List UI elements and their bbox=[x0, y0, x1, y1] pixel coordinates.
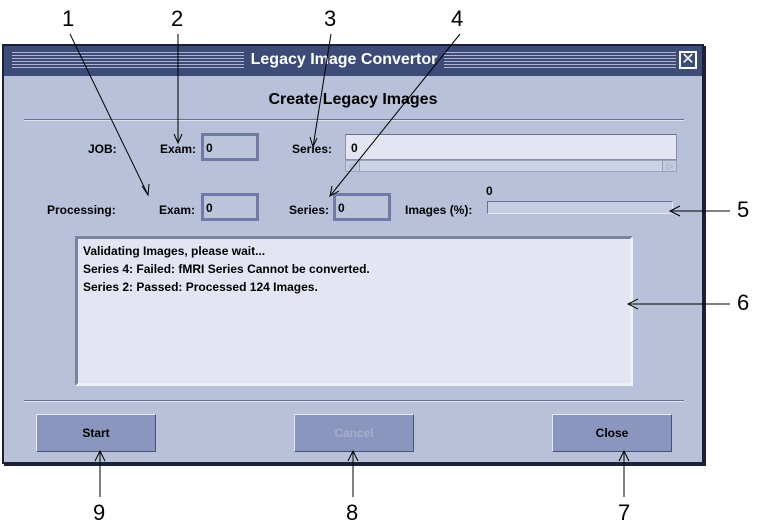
close-button[interactable]: Close bbox=[552, 414, 672, 452]
processing-series-field: 0 bbox=[333, 193, 391, 221]
job-series-horizontal-scrollbar[interactable]: ◁ ▷ bbox=[345, 160, 677, 172]
callout-6: 6 bbox=[737, 290, 750, 315]
job-series-field: 0 bbox=[345, 134, 677, 160]
bottom-divider bbox=[24, 400, 684, 402]
dialog-heading: Create Legacy Images bbox=[268, 91, 438, 108]
status-log: Validating Images, please wait... Series… bbox=[75, 236, 633, 386]
log-line: Validating Images, please wait... bbox=[83, 244, 266, 258]
processing-series-label: Series: bbox=[289, 203, 330, 217]
scrollbar-track[interactable] bbox=[359, 161, 663, 171]
title-bar-grip-right bbox=[444, 52, 676, 70]
job-series-label: Series: bbox=[292, 142, 333, 156]
images-progress-bar bbox=[487, 201, 673, 214]
callout-8: 8 bbox=[346, 500, 359, 525]
processing-label: Processing: bbox=[47, 203, 116, 217]
title-bar-grip-left bbox=[12, 52, 244, 70]
processing-exam-field: 0 bbox=[201, 193, 259, 221]
legacy-image-convertor-dialog: Legacy Image Convertor ✕ Create Legacy I… bbox=[2, 44, 704, 464]
job-exam-label: Exam: bbox=[160, 142, 197, 156]
close-x-icon: ✕ bbox=[681, 51, 695, 68]
scroll-right-arrow-icon[interactable]: ▷ bbox=[666, 161, 674, 171]
job-exam-field: 0 bbox=[201, 133, 259, 161]
cancel-button[interactable]: Cancel bbox=[294, 414, 414, 452]
callout-1: 1 bbox=[62, 6, 75, 31]
close-window-button[interactable]: ✕ bbox=[679, 51, 697, 69]
title-bar[interactable]: Legacy Image Convertor ✕ bbox=[4, 46, 702, 76]
window-title: Legacy Image Convertor bbox=[250, 51, 438, 68]
callout-9: 9 bbox=[93, 500, 106, 525]
images-percent-label: Images (%): bbox=[405, 203, 473, 217]
images-percent-value: 0 bbox=[486, 184, 493, 198]
processing-exam-label: Exam: bbox=[159, 203, 196, 217]
log-line: Series 4: Failed: fMRI Series Cannot be … bbox=[83, 262, 370, 276]
callout-3: 3 bbox=[324, 6, 337, 31]
start-button[interactable]: Start bbox=[36, 414, 156, 452]
callout-7: 7 bbox=[618, 500, 631, 525]
scroll-left-arrow-icon[interactable]: ◁ bbox=[348, 161, 356, 171]
job-label: JOB: bbox=[88, 142, 117, 156]
top-divider bbox=[24, 119, 684, 121]
callout-4: 4 bbox=[451, 6, 464, 31]
callout-5: 5 bbox=[737, 197, 750, 222]
callout-2: 2 bbox=[171, 6, 184, 31]
log-line: Series 2: Passed: Processed 124 Images. bbox=[83, 280, 318, 294]
